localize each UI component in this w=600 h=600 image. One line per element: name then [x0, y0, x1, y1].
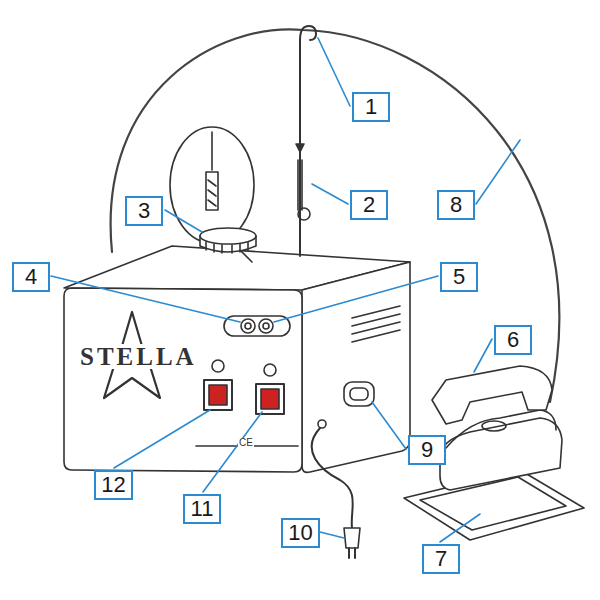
- iron-soleplate: [440, 418, 562, 490]
- inset-detail: [206, 132, 218, 210]
- callout-number: 6: [507, 329, 519, 351]
- inset-bubble: [170, 127, 254, 243]
- lamp: [263, 323, 269, 329]
- switch: [204, 380, 232, 410]
- lamp-panel: [224, 316, 290, 336]
- callout-box: 12: [94, 470, 133, 500]
- cap-grip: [206, 242, 248, 253]
- callout-number: 10: [288, 522, 312, 544]
- leader-lines: [51, 38, 520, 542]
- callout-box: 1: [352, 92, 390, 122]
- callout-number: 1: [365, 96, 377, 118]
- callout-number: 5: [453, 266, 465, 288]
- housing-side: [302, 262, 410, 472]
- switch-rocker: [209, 385, 227, 405]
- callout-box: 10: [281, 518, 320, 548]
- rod: [300, 26, 316, 256]
- callout-box: 2: [350, 190, 388, 220]
- callout-number: 8: [450, 194, 462, 216]
- housing-front: [64, 288, 302, 472]
- callout-box: 4: [12, 262, 50, 292]
- callout-number: 11: [191, 498, 214, 520]
- callout-box: 5: [440, 262, 478, 292]
- lamp: [241, 319, 255, 333]
- callout-number: 7: [435, 548, 447, 570]
- callout-box: 8: [437, 190, 475, 220]
- plug-pins: [349, 548, 355, 558]
- switch-rocker: [261, 389, 279, 409]
- callout-box: 11: [183, 494, 221, 524]
- rod-loop: [298, 208, 310, 220]
- callout-number: 9: [421, 439, 433, 461]
- callout-number: 12: [101, 474, 125, 496]
- callout-box: 9: [408, 435, 446, 465]
- callout-number: 3: [138, 200, 150, 222]
- lamp: [259, 319, 273, 333]
- switch-icon: [264, 364, 276, 376]
- callout-box: 7: [422, 544, 460, 574]
- vents: [352, 306, 400, 342]
- switch: [256, 384, 284, 414]
- callout-box: 3: [125, 196, 163, 226]
- cable-entry: [318, 420, 326, 428]
- switch-icon: [212, 360, 224, 372]
- iron-dial: [482, 421, 506, 431]
- lamp: [245, 323, 251, 329]
- plug: [344, 528, 360, 548]
- rod-holder: [298, 160, 302, 210]
- ce-mark: CE: [238, 438, 254, 448]
- iron-handle: [432, 366, 552, 424]
- socket: [344, 382, 374, 406]
- socket: [350, 388, 368, 400]
- callout-box: 6: [494, 325, 532, 355]
- power-cable: [312, 428, 353, 528]
- callout-number: 4: [25, 266, 37, 288]
- rod-arrowhead: [296, 144, 304, 152]
- callout-number: 2: [363, 194, 375, 216]
- brand-name: STELLA: [78, 344, 199, 369]
